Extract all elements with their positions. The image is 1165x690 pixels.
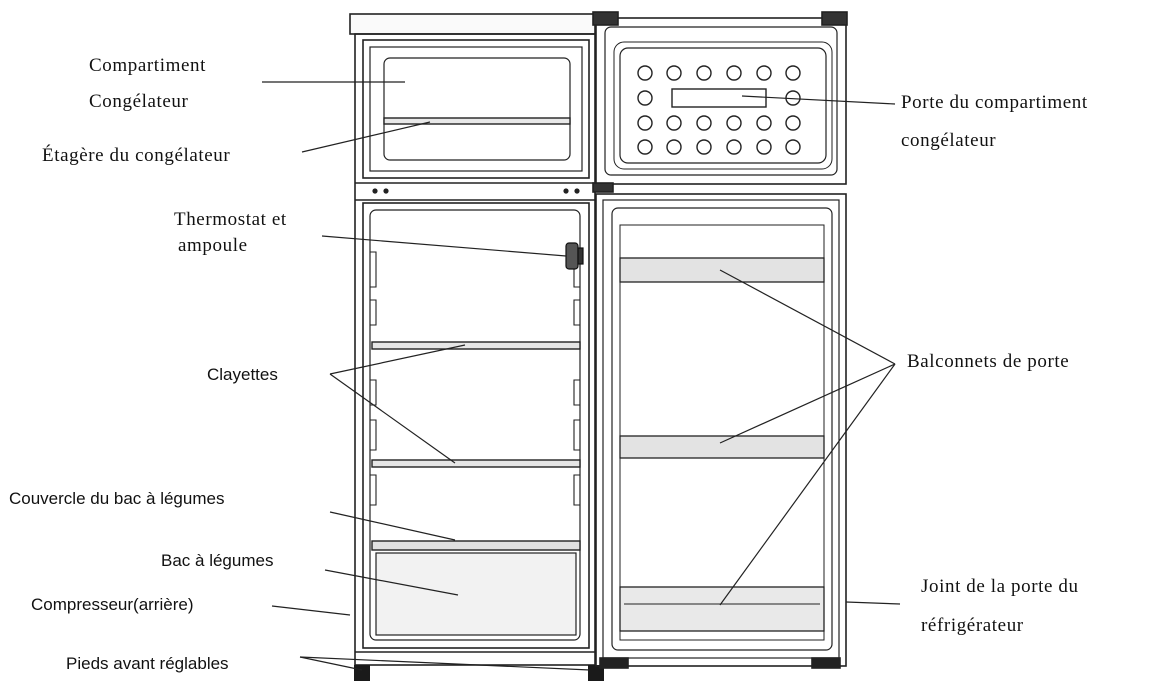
label-porte-compartiment-line1: Porte du compartiment bbox=[901, 92, 1088, 113]
fridge-door bbox=[595, 193, 847, 669]
label-balconnets-porte: Balconnets de porte bbox=[907, 351, 1070, 372]
feet bbox=[354, 665, 604, 681]
fridge-body bbox=[349, 13, 596, 666]
crisper bbox=[371, 540, 581, 636]
label-thermostat-line2: ampoule bbox=[178, 235, 248, 256]
label-compresseur: Compresseur(arrière) bbox=[31, 595, 194, 614]
label-joint-porte-line2: réfrigérateur bbox=[921, 615, 1024, 636]
door-balconies bbox=[619, 257, 825, 632]
label-couvercle-bac: Couvercle du bac à légumes bbox=[9, 489, 225, 508]
label-bac-legumes: Bac à légumes bbox=[161, 551, 274, 570]
label-clayettes: Clayettes bbox=[207, 365, 278, 384]
label-etagere-congelateur: Étagère du congélateur bbox=[42, 145, 231, 166]
leader-lines bbox=[262, 81, 901, 671]
label-pieds-reglables: Pieds avant réglables bbox=[66, 654, 229, 673]
label-thermostat-line1: Thermostat et bbox=[174, 209, 287, 230]
freezer-shelf bbox=[383, 117, 571, 125]
label-joint-porte-line1: Joint de la porte du bbox=[921, 576, 1079, 597]
egg-holder-circle-icon bbox=[637, 65, 801, 155]
fridge-shelves bbox=[371, 341, 581, 468]
hinge-bolts bbox=[372, 188, 580, 194]
label-compartiment-congelateur-line1: Compartiment bbox=[89, 55, 206, 76]
label-compartiment-congelateur-line2: Congélateur bbox=[89, 91, 189, 112]
label-porte-compartiment-line2: congélateur bbox=[901, 130, 997, 151]
